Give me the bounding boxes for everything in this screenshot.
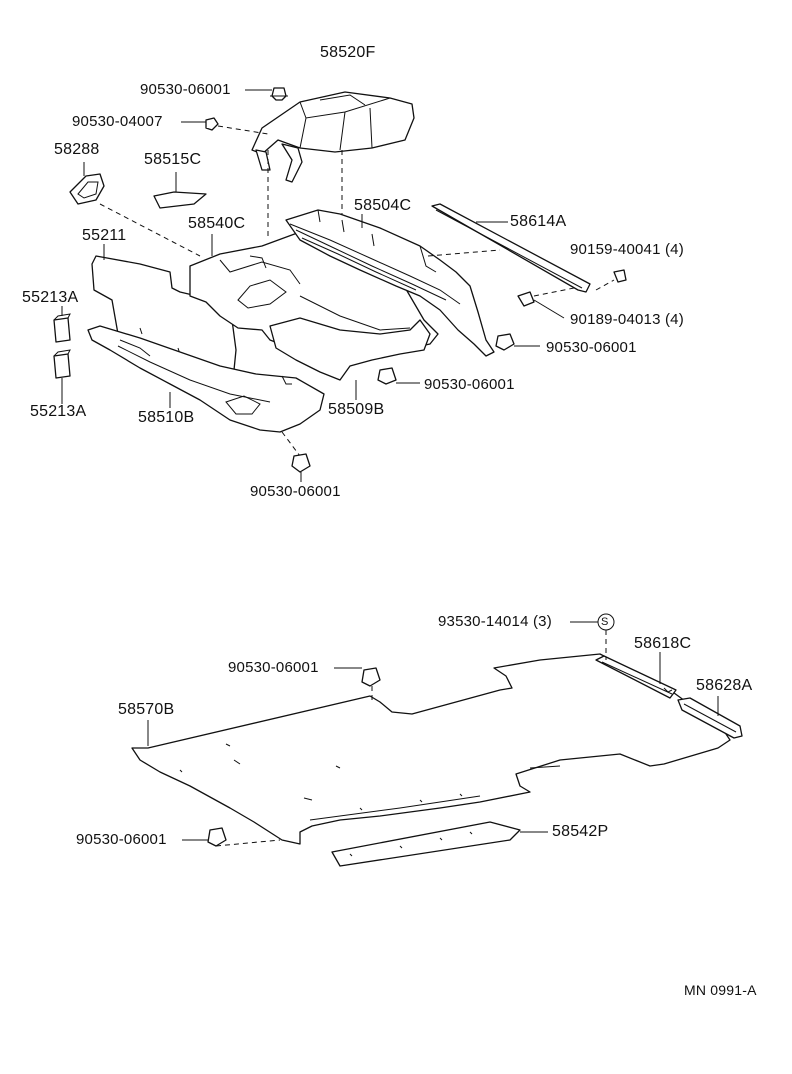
clip-90530-06001-lower xyxy=(291,453,311,482)
part-58570B xyxy=(131,653,731,845)
clip-90189-04013 xyxy=(517,287,575,319)
label-90530-06001-f: 90530-06001 xyxy=(76,831,167,848)
part-55213A-top xyxy=(53,306,71,343)
label-90530-06001-a: 90530-06001 xyxy=(140,81,231,98)
label-90530-04007: 90530-04007 xyxy=(72,113,163,130)
label-58542P: 58542P xyxy=(552,823,609,840)
label-58509B: 58509B xyxy=(328,401,385,418)
clip-90530-06001-top xyxy=(245,87,288,101)
part-58515C xyxy=(153,172,207,209)
label-58628A: 58628A xyxy=(696,677,753,694)
label-58288: 58288 xyxy=(54,141,100,158)
part-58618C xyxy=(595,652,677,699)
part-58288 xyxy=(69,162,201,257)
label-90530-06001-b: 90530-06001 xyxy=(546,339,637,356)
label-90530-06001-d: 90530-06001 xyxy=(250,483,341,500)
part-58542P xyxy=(331,821,548,867)
screw-90159-40041 xyxy=(595,269,627,291)
clip-90530-06001-middle xyxy=(377,367,420,385)
bolt-90530-04007 xyxy=(181,117,269,135)
part-58628A xyxy=(677,696,743,739)
label-58570B: 58570B xyxy=(118,701,175,718)
s-symbol xyxy=(570,613,615,660)
part-58509B xyxy=(269,317,431,400)
label-58540C: 58540C xyxy=(188,215,246,232)
part-55213A-bottom xyxy=(53,349,71,404)
label-58614A: 58614A xyxy=(510,213,567,230)
part-58520F xyxy=(251,91,415,183)
label-93530-14014: 93530-14014 (3) xyxy=(438,613,552,630)
clip-90530-06001-right xyxy=(495,333,540,351)
clip-90530-06001-floor-a xyxy=(334,667,381,700)
part-58510B xyxy=(87,325,325,433)
label-90530-06001-e: 90530-06001 xyxy=(228,659,319,676)
label-58520F: 58520F xyxy=(320,44,376,61)
label-90159-40041: 90159-40041 (4) xyxy=(570,241,684,258)
label-55213A-bottom: 55213A xyxy=(30,403,87,420)
label-s-symbol: S xyxy=(601,616,609,628)
figure-code: MN 0991-A xyxy=(684,982,757,998)
part-58504C xyxy=(285,209,495,357)
label-58618C: 58618C xyxy=(634,635,692,652)
label-58504C: 58504C xyxy=(354,197,412,214)
label-55211: 55211 xyxy=(82,227,127,244)
label-90530-06001-c: 90530-06001 xyxy=(424,376,515,393)
part-58614A xyxy=(427,203,591,293)
label-55213A-top: 55213A xyxy=(22,289,79,306)
label-58510B: 58510B xyxy=(138,409,195,426)
label-90189-04013: 90189-04013 (4) xyxy=(570,311,684,328)
label-58515C: 58515C xyxy=(144,151,202,168)
clip-90530-06001-floor-b xyxy=(182,827,281,847)
